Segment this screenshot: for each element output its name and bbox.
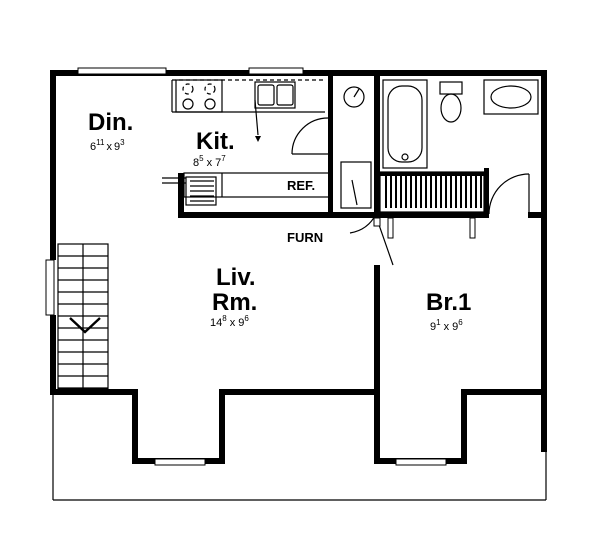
kitchen-name: Kit. bbox=[196, 128, 235, 155]
door-jambs bbox=[373, 217, 476, 266]
range-icon bbox=[175, 79, 223, 113]
interior-walls bbox=[178, 70, 547, 395]
down-arrow-icon bbox=[69, 317, 101, 334]
furnace-label: FURN bbox=[287, 230, 323, 245]
lavatory-icon bbox=[483, 79, 539, 115]
furnace-icon bbox=[340, 161, 372, 209]
staircase bbox=[57, 243, 109, 390]
closet-shelves-icon bbox=[379, 171, 485, 213]
bath-fixtures bbox=[379, 79, 539, 215]
bedroom-name: Br.1 bbox=[426, 289, 471, 316]
toilet-icon bbox=[439, 81, 463, 123]
living-room-name-line2: Rm. bbox=[212, 289, 257, 316]
window-top-dining bbox=[77, 67, 167, 75]
windows bbox=[45, 67, 447, 466]
window-left-stair bbox=[45, 259, 55, 316]
utility-fixtures bbox=[291, 86, 372, 209]
living-room-name-line1: Liv. bbox=[216, 264, 256, 291]
sink-icon bbox=[254, 81, 296, 109]
deck-outline bbox=[52, 392, 547, 501]
pantry-shelves-icon bbox=[185, 176, 217, 206]
window-bottom-bedroom bbox=[395, 458, 447, 466]
kitchen-fixtures bbox=[162, 79, 330, 206]
window-bottom-living bbox=[154, 458, 206, 466]
dining-room-name: Din. bbox=[88, 109, 133, 136]
refrigerator-label: REF. bbox=[287, 178, 315, 193]
bathtub-icon bbox=[382, 79, 428, 169]
water-heater-icon bbox=[343, 86, 365, 108]
window-top-kitchen bbox=[248, 67, 304, 75]
